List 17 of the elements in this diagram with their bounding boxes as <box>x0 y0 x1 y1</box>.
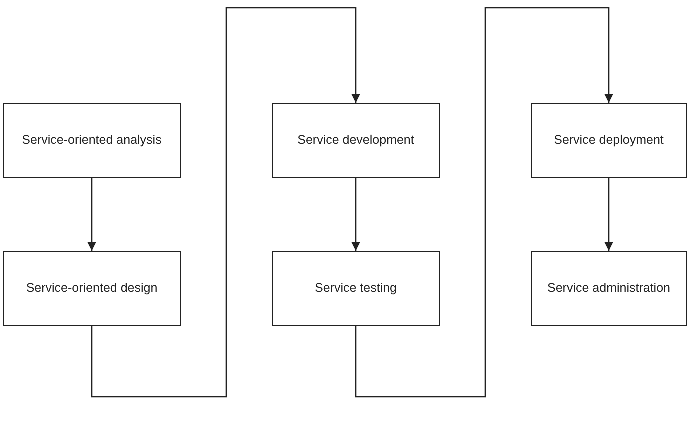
box-label: Service administration <box>546 280 672 297</box>
process-box <box>3 251 181 326</box>
process-box <box>3 103 181 178</box>
arrow <box>88 178 96 251</box>
arrow <box>604 178 614 251</box>
box-label: Service development <box>296 132 416 149</box>
process-box <box>531 251 687 326</box>
arrow <box>352 178 360 251</box>
box-label: Service testing <box>314 280 398 297</box>
box-label: Service-oriented design <box>25 280 159 297</box>
process-box <box>272 103 440 178</box>
box-label: Service deployment <box>553 132 665 149</box>
process-box <box>531 103 687 178</box>
box-label: Service-oriented analysis <box>21 132 163 149</box>
arrow <box>91 7 360 398</box>
arrow <box>355 7 614 398</box>
process-box <box>272 251 440 326</box>
